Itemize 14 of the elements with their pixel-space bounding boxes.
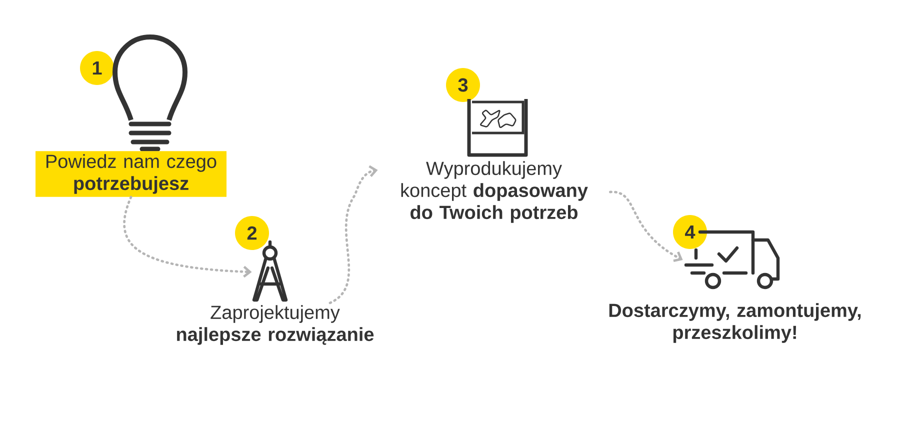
highlighted-caption: Powiedz nam czego potrzebujesz (36, 151, 226, 197)
number-badge: 2 (235, 216, 269, 250)
step-caption: Zaprojektujemy najlepsze rozwiązanie (177, 305, 374, 345)
toolbox-icon (467, 99, 528, 157)
compass-icon (252, 240, 288, 302)
number-badge: 1 (80, 51, 114, 85)
dotted-arrow (609, 190, 683, 262)
dotted-arrow (328, 165, 378, 304)
lightbulb-icon (112, 34, 188, 152)
step-caption: Wyprodukujemy koncept dopasowany do Twoich potrzeb (401, 161, 588, 223)
step-caption: Dostarczymy, zamontujemy, przeszkolimy! (609, 303, 861, 343)
number-badge: 4 (673, 215, 707, 249)
dotted-arrow (123, 196, 252, 278)
number-badge: 3 (446, 68, 480, 102)
